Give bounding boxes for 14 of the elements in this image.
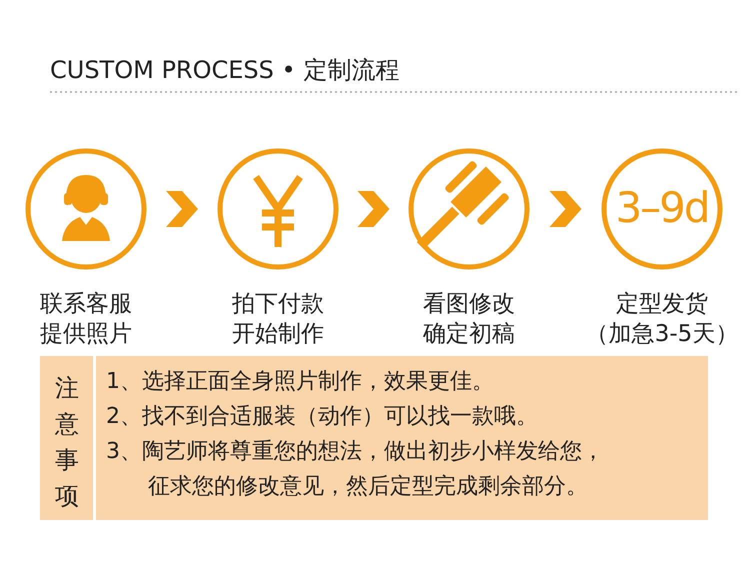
step-label: 看图修改确定初稿 xyxy=(422,290,516,349)
chevron-arrow xyxy=(358,191,390,227)
chevron-arrow xyxy=(166,191,198,227)
chevron-arrow xyxy=(550,191,582,227)
note-text: 3、陶艺师将尊重您的想法，做出初步小样发给您，征求您的修改意见，然后定型完成剩余部分。 xyxy=(106,438,605,501)
step-label: 定型发货（加急3-5天） xyxy=(584,290,740,349)
note-text: 1、选择正面全身照片制作，效果更佳。 xyxy=(106,368,495,396)
notes-heading: 注意事项 xyxy=(54,373,80,512)
notes-box xyxy=(40,356,708,520)
duration-text: 3–9d xyxy=(614,183,710,233)
note-text: 2、找不到合适服装（动作）可以找一款哦。 xyxy=(106,403,539,431)
step-label: 拍下付款开始制作 xyxy=(231,290,325,349)
title: CUSTOM PROCESS • 定制流程 xyxy=(50,55,400,85)
step-label: 联系客服提供照片 xyxy=(39,290,133,349)
